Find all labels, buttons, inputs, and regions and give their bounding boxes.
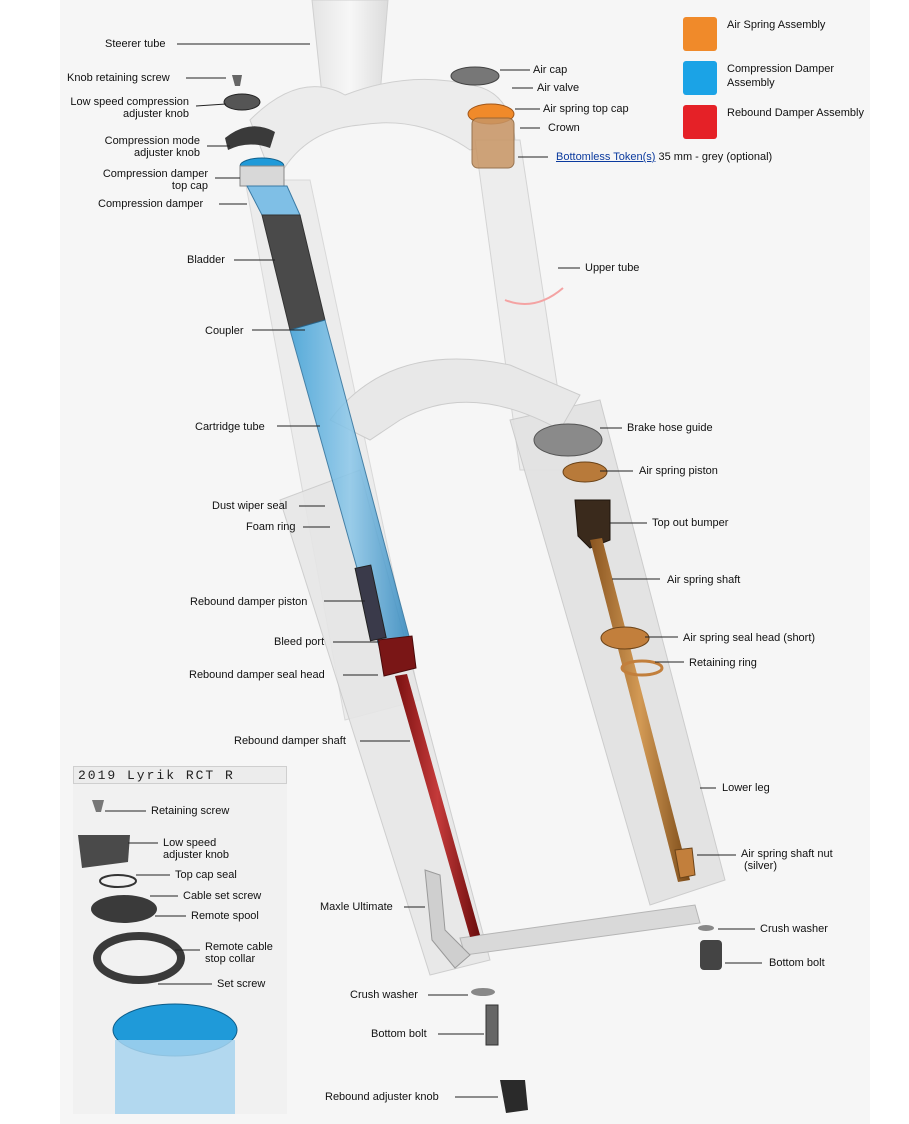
inset-low-speed-knob — [78, 835, 130, 868]
inset-label-low-speed-line1: Low speed — [163, 837, 217, 849]
label-cartridge-tube: Cartridge tube — [195, 421, 265, 433]
label-comp-mode-line2: adjuster knob — [133, 147, 200, 159]
inset-tube — [115, 1040, 235, 1114]
label-crown: Crown — [548, 122, 580, 134]
air-shaft — [590, 538, 690, 882]
label-comp-mode-line1: Compression mode — [104, 135, 200, 147]
label-air-shaft: Air spring shaft — [667, 574, 741, 586]
label-rebound-seal-head: Rebound damper seal head — [189, 669, 325, 681]
label-foam-ring: Foam ring — [246, 521, 296, 533]
label-rebound-shaft: Rebound damper shaft — [234, 735, 346, 747]
label-low-speed-knob-line2: adjuster knob — [122, 108, 189, 120]
bottom-bolt-center-part — [485, 1004, 499, 1046]
comp-top-cap-body — [239, 165, 285, 187]
knob-retaining-screw-part — [232, 75, 242, 86]
legend-label-rebound: Rebound Damper Assembly — [727, 107, 864, 119]
label-air-seal-head: Air spring seal head (short) — [683, 632, 816, 644]
steerer-tube — [311, 0, 389, 96]
label-rebound-adjuster-knob: Rebound adjuster knob — [325, 1091, 439, 1103]
label-air-top-cap: Air spring top cap — [543, 103, 629, 115]
crown — [249, 78, 516, 187]
brake-hose-guide — [533, 423, 603, 457]
label-comp-top-cap-line2: top cap — [171, 180, 208, 192]
label-coupler: Coupler — [205, 325, 244, 337]
label-bladder: Bladder — [187, 254, 225, 266]
inset-label-remote-spool: Remote spool — [191, 910, 259, 922]
rebound-knob-part — [500, 1080, 528, 1113]
inset-top-cap-seal — [99, 874, 137, 888]
label-crush-washer-right: Crush washer — [760, 923, 828, 935]
inset-label-set-screw: Set screw — [217, 978, 266, 990]
label-crush-washer-center: Crush washer — [350, 989, 418, 1001]
label-brake-hose-guide: Brake hose guide — [627, 422, 713, 434]
label-comp-top-cap-line1: Compression damper — [102, 168, 208, 180]
inset-label-retaining-screw: Retaining screw — [151, 805, 230, 817]
legend-label-compression: Compression Damper Assembly — [727, 63, 834, 89]
bottomless-token — [471, 117, 515, 169]
air-piston — [562, 461, 608, 483]
bottomless-token-link[interactable]: Bottomless Token(s) — [556, 151, 656, 163]
label-bottomless-token-row: Bottomless Token(s) 35 mm - grey (option… — [556, 151, 772, 163]
upper-tube-ring — [504, 287, 564, 305]
air-cap — [450, 66, 500, 86]
inset-screw — [92, 800, 104, 812]
label-bottom-bolt-center: Bottom bolt — [371, 1028, 427, 1040]
label-air-shaft-nut-line1: Air spring shaft nut — [741, 848, 833, 860]
bottomless-token-suffix: 35 mm - grey (optional) — [655, 151, 773, 163]
inset-label-remote-cable-line1: Remote cable — [205, 941, 273, 953]
leader-lines-left — [177, 43, 498, 1098]
label-knob-retaining-screw: Knob retaining screw — [67, 72, 170, 84]
rebound-piston — [354, 564, 387, 642]
legend-swatch-air — [683, 17, 717, 51]
maxle-lever — [424, 869, 471, 969]
label-maxle: Maxle Ultimate — [320, 901, 393, 913]
inset-label-low-speed-line2: adjuster knob — [163, 849, 230, 861]
bottom-bolt-right-part — [700, 940, 722, 970]
label-rebound-piston: Rebound damper piston — [190, 596, 308, 608]
legend-label-air: Air Spring Assembly — [727, 19, 826, 31]
rebound-shaft — [395, 674, 480, 937]
legend-swatch-compression — [683, 61, 717, 95]
label-low-speed-knob-line1: Low speed compression — [70, 96, 189, 108]
inset-remote-spool — [91, 895, 157, 923]
label-air-piston: Air spring piston — [639, 465, 718, 477]
comp-mode-knob-part — [225, 126, 275, 150]
label-bleed-port: Bleed port — [274, 636, 325, 648]
retaining-ring — [620, 659, 664, 677]
label-comp-damper: Compression damper — [98, 198, 204, 210]
label-steerer-tube: Steerer tube — [105, 38, 166, 50]
inset-remote-collar — [93, 932, 185, 984]
label-bottom-bolt-right: Bottom bolt — [769, 957, 825, 969]
air-shaft-nut — [674, 847, 696, 879]
rebound-seal-head — [377, 635, 417, 677]
label-air-cap: Air cap — [533, 64, 568, 76]
inset-label-remote-cable-line2: stop collar — [205, 953, 256, 965]
label-dust-wiper-seal: Dust wiper seal — [212, 500, 288, 512]
label-upper-tube: Upper tube — [585, 262, 640, 274]
crush-washer-center-part — [471, 988, 495, 996]
crush-washer-right-part — [698, 925, 714, 931]
label-top-out-bumper: Top out bumper — [652, 517, 729, 529]
inset-label-cable-set-screw: Cable set screw — [183, 890, 262, 902]
label-air-shaft-nut-line2: (silver) — [744, 860, 777, 872]
label-air-valve: Air valve — [537, 82, 580, 94]
arch — [329, 358, 581, 441]
label-lower-leg: Lower leg — [722, 782, 770, 794]
air-seal-head — [600, 626, 650, 650]
low-speed-knob-part — [223, 93, 261, 111]
label-retaining-ring: Retaining ring — [689, 657, 757, 669]
inset-title: 2019 Lyrik RCT R — [73, 766, 287, 784]
legend-swatch-rebound — [683, 105, 717, 139]
leader-lines-right — [500, 69, 762, 964]
leader-lines-inset — [105, 810, 212, 985]
inset-label-top-cap-seal: Top cap seal — [175, 869, 237, 881]
